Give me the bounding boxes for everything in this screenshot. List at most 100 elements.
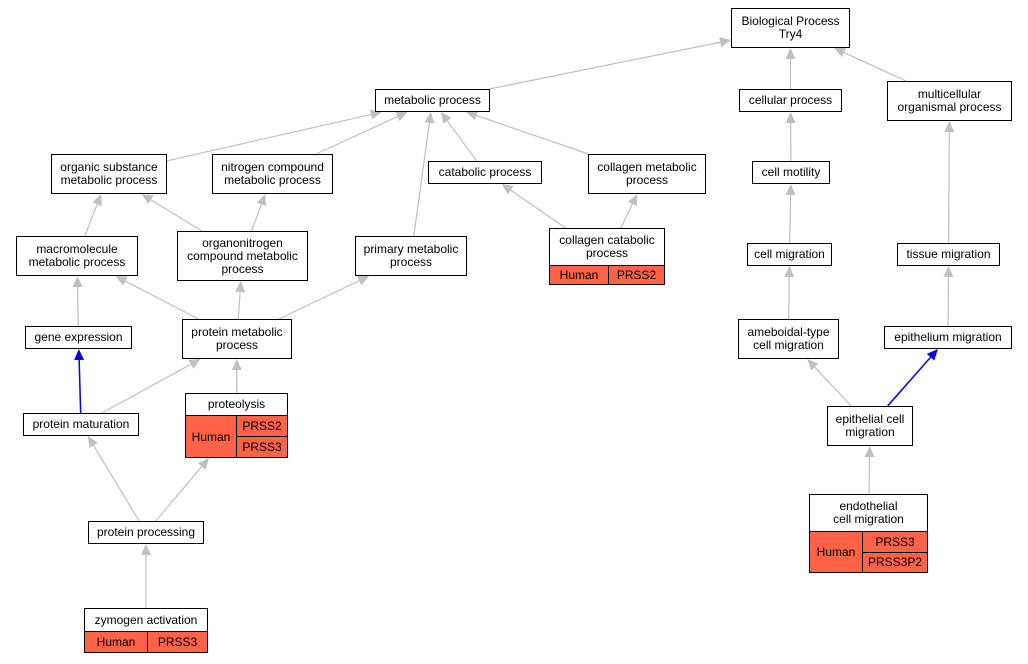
node-label: cell migration: [833, 512, 904, 526]
edge-gene-expression-to-macromolecule-metabolic-process: [72, 276, 83, 327]
edge-protein-processing-to-proteolysis: [155, 458, 209, 522]
node-label: process: [215, 338, 258, 352]
arrowhead: [395, 112, 408, 122]
gene-cell: PRSS2: [236, 415, 287, 436]
node-catabolic-process[interactable]: catabolic process: [428, 161, 542, 184]
node-label: process: [389, 255, 432, 269]
arrowhead: [628, 194, 638, 207]
node-label: process: [221, 261, 264, 276]
species-cell: Human: [85, 631, 147, 652]
node-protein-maturation[interactable]: protein maturation: [23, 413, 139, 436]
node-label: gene expression: [34, 330, 123, 344]
node-label: macromolecule: [36, 242, 118, 256]
edge-catabolic-process-to-metabolic-process: [440, 112, 478, 162]
edge-protein-metabolic-process-to-primary-metabolic-process: [278, 276, 370, 320]
edge-line: [446, 120, 478, 162]
node-title: proteolysis: [186, 394, 287, 415]
edge-line: [78, 359, 82, 414]
arrowhead: [784, 266, 795, 278]
node-label: catabolic process: [438, 165, 532, 179]
gene-cell: PRSS3: [236, 436, 287, 457]
node-metabolic-process[interactable]: metabolic process: [375, 89, 490, 112]
node-label: Biological Process: [741, 14, 840, 28]
edge-tissue-migration-to-multicellular-organismal-process: [944, 121, 955, 244]
edge-macromolecule-metabolic-process-to-organic-substance-metabolic-process: [84, 194, 102, 237]
edge-line: [101, 363, 192, 414]
edge-line: [150, 199, 203, 232]
node-gene-expression[interactable]: gene expression: [25, 326, 132, 349]
node-label: endothelial: [839, 499, 898, 513]
edge-protein-processing-to-protein-maturation: [87, 436, 140, 522]
node-label: cell migration: [754, 247, 825, 261]
node-label: multicellular: [917, 87, 982, 101]
node-label: nitrogen compound: [221, 160, 324, 174]
node-label: compound metabolic: [187, 248, 298, 263]
arrowhead: [198, 458, 209, 470]
node-label: proteolysis: [207, 397, 266, 411]
edge-organonitrogen-compound-metabolic-process-to-organic-substance-metabolic-process: [141, 194, 203, 232]
edge-cellular-process-to-biological-process: [785, 48, 796, 89]
arrowhead: [235, 281, 246, 293]
edge-collagen-catabolic-process-to-catabolic-process: [501, 184, 566, 229]
edge-line: [125, 280, 199, 320]
node-label: protein maturation: [32, 417, 130, 431]
arrowhead: [785, 112, 796, 123]
node-label: cell motility: [761, 165, 821, 179]
node-label: metabolic process: [60, 173, 158, 187]
node-cell-migration[interactable]: cell migration: [747, 243, 832, 266]
arrowhead: [74, 349, 85, 361]
edge-zymogen-activation-to-protein-processing: [141, 544, 151, 608]
arrowhead: [864, 446, 875, 458]
arrowhead: [719, 37, 731, 48]
edge-metabolic-process-to-biological-process: [489, 37, 731, 90]
edge-line: [887, 356, 932, 407]
edge-organonitrogen-compound-metabolic-process-to-nitrogen-compound-metabolic-process: [251, 194, 267, 232]
arrowhead: [87, 436, 98, 448]
arrowhead: [807, 359, 819, 371]
node-cell-motility[interactable]: cell motility: [752, 161, 830, 184]
arrowhead: [944, 121, 955, 132]
node-label: migration: [845, 425, 895, 439]
arrowhead: [785, 48, 796, 59]
edge-line: [315, 116, 398, 155]
node-label: organismal process: [897, 100, 1002, 114]
edge-line: [84, 204, 98, 237]
edge-line: [868, 456, 871, 495]
arrowhead: [188, 359, 201, 369]
gene-cell: PRSS3: [862, 531, 927, 552]
edge-endothelial-cell-migration-to-epithelial-cell-migration: [864, 446, 875, 495]
edge-line: [789, 194, 792, 244]
edge-protein-metabolic-process-to-macromolecule-metabolic-process: [115, 276, 199, 320]
species-cell: Human: [810, 531, 862, 572]
edge-line: [947, 131, 950, 244]
arrowhead: [501, 184, 514, 195]
edge-collagen-metabolic-process-to-metabolic-process: [466, 110, 589, 155]
node-label: epithelial cell: [835, 412, 905, 426]
node-tissue-migration[interactable]: tissue migration: [897, 243, 1000, 266]
arrowhead: [834, 48, 847, 58]
node-protein-processing[interactable]: protein processing: [88, 521, 204, 544]
node-label: ameboidal-type: [747, 325, 830, 339]
node-epithelium-migration[interactable]: epithelium migration: [884, 326, 1012, 349]
node-cellular-process[interactable]: cellular process: [739, 89, 842, 112]
edge-cell-migration-to-cell-motility: [785, 184, 796, 244]
arrowhead: [466, 110, 479, 121]
node-label: primary metabolic: [363, 242, 459, 256]
